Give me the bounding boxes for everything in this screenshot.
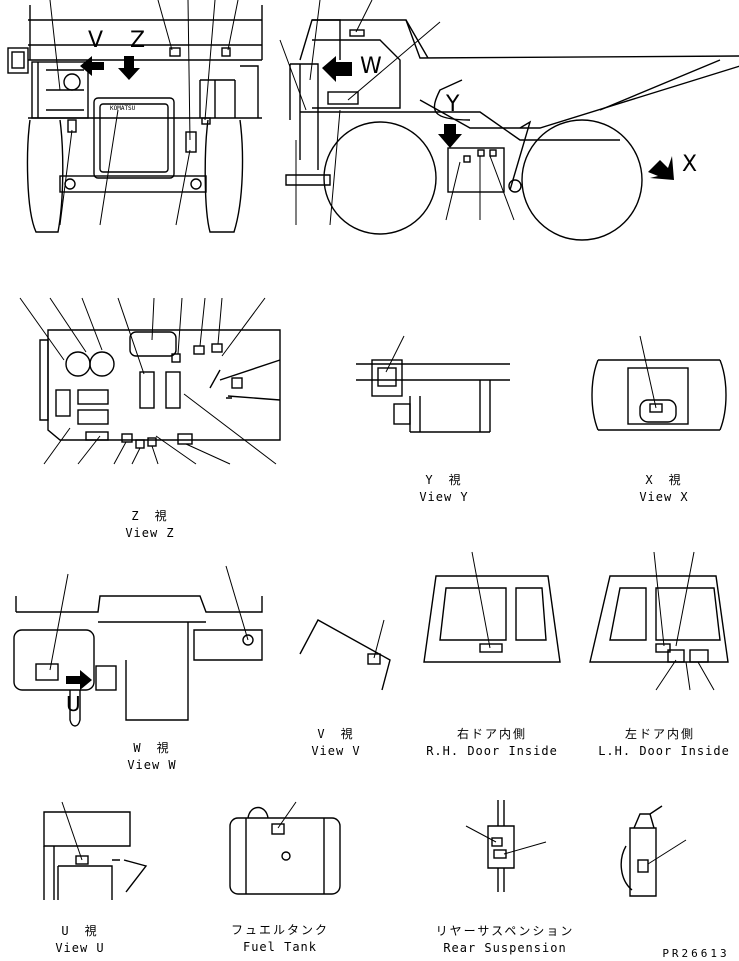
caption-view-x-en: View X: [639, 490, 689, 504]
caption-view-v-en: View V: [311, 744, 361, 758]
arrow-w-icon: [322, 56, 352, 82]
arrow-z-icon: [118, 56, 140, 80]
caption-view-y-jp: Y 視: [425, 473, 463, 487]
caption-view-v-jp: V 視: [317, 727, 355, 741]
caption-rh-door-en: R.H. Door Inside: [426, 744, 558, 758]
caption-fuel-tank-jp: フュエルタンク: [230, 923, 329, 937]
lh-door-drawing: [589, 551, 729, 691]
view-y-drawing: [356, 335, 510, 433]
letter-u: U: [66, 692, 81, 716]
arrow-v-icon: [80, 56, 104, 76]
truck-front-view: [7, 0, 263, 233]
brand-label: KOMATSU: [110, 105, 136, 112]
caption-view-u-jp: U 視: [61, 924, 99, 938]
caption-rh-door-jp: 右ドア内側: [456, 727, 527, 741]
caption-lh-door-jp: 左ドア内側: [624, 727, 695, 741]
view-v-drawing: [299, 619, 391, 691]
view-w-drawing: [13, 565, 263, 727]
rear-suspension-drawing: [465, 800, 547, 892]
letter-z: Z: [130, 28, 146, 53]
caption-view-z-jp: Z 視: [131, 509, 169, 523]
arrow-x-icon: [648, 156, 674, 180]
letter-y: Y: [446, 92, 460, 117]
caption-lh-door-en: L.H. Door Inside: [598, 744, 730, 758]
view-x-drawing: [591, 335, 727, 431]
caption-rear-suspension-jp: リヤーサスペンション: [435, 924, 575, 938]
arrow-y-icon: [438, 124, 462, 148]
arrow-u-icon: [66, 670, 92, 690]
caption-view-w-en: View W: [127, 758, 177, 772]
caption-rear-suspension-en: Rear Suspension: [443, 941, 567, 955]
view-z-drawing: [19, 297, 281, 465]
caption-view-z-en: View Z: [125, 526, 175, 540]
letter-x: X: [682, 152, 698, 177]
caption-fuel-tank-en: Fuel Tank: [242, 940, 318, 954]
rh-door-drawing: [423, 551, 561, 663]
caption-view-u-en: View U: [55, 941, 105, 955]
view-u-drawing: [43, 801, 148, 900]
letter-v: V: [88, 28, 104, 53]
letter-w: W: [360, 54, 382, 79]
extinguisher-drawing: [620, 805, 687, 897]
fuel-tank-drawing: [229, 801, 341, 895]
caption-view-x-jp: X 視: [645, 473, 683, 487]
truck-side-view: [279, 0, 739, 241]
caption-view-y-en: View Y: [419, 490, 469, 504]
drawing-number: PR26613: [662, 947, 730, 960]
caption-view-w-jp: W 視: [133, 741, 171, 755]
